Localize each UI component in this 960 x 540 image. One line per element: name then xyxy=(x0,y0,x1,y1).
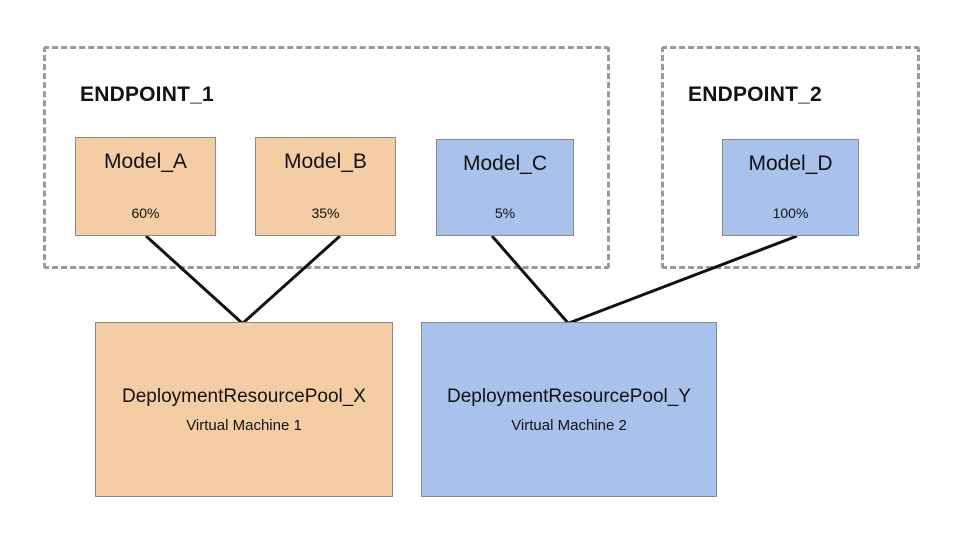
model-b-share: 35% xyxy=(311,205,340,221)
pool-y-name: DeploymentResourcePool_Y xyxy=(447,385,691,407)
resource-pool-box-pool-y[interactable]: DeploymentResourcePool_Y Virtual Machine… xyxy=(421,322,717,497)
endpoint-1-label: ENDPOINT_1 xyxy=(80,83,214,106)
model-c-share: 5% xyxy=(494,205,516,221)
pool-x-name: DeploymentResourcePool_X xyxy=(122,385,366,407)
model-box-model-d[interactable]: Model_D 100% xyxy=(722,139,859,236)
model-c-name: Model_C xyxy=(462,152,548,175)
endpoint-2-label: ENDPOINT_2 xyxy=(688,83,822,106)
model-box-model-c[interactable]: Model_C 5% xyxy=(436,139,574,236)
model-a-name: Model_A xyxy=(104,150,187,173)
model-b-name: Model_B xyxy=(284,150,367,173)
pool-y-machine: Virtual Machine 2 xyxy=(511,416,627,434)
model-d-name: Model_D xyxy=(748,152,833,175)
model-box-model-a[interactable]: Model_A 60% xyxy=(75,137,216,236)
model-a-share: 60% xyxy=(131,205,160,221)
pool-x-machine: Virtual Machine 1 xyxy=(186,416,302,434)
model-d-share: 100% xyxy=(772,205,809,221)
resource-pool-box-pool-x[interactable]: DeploymentResourcePool_X Virtual Machine… xyxy=(95,322,393,497)
model-box-model-b[interactable]: Model_B 35% xyxy=(255,137,396,236)
